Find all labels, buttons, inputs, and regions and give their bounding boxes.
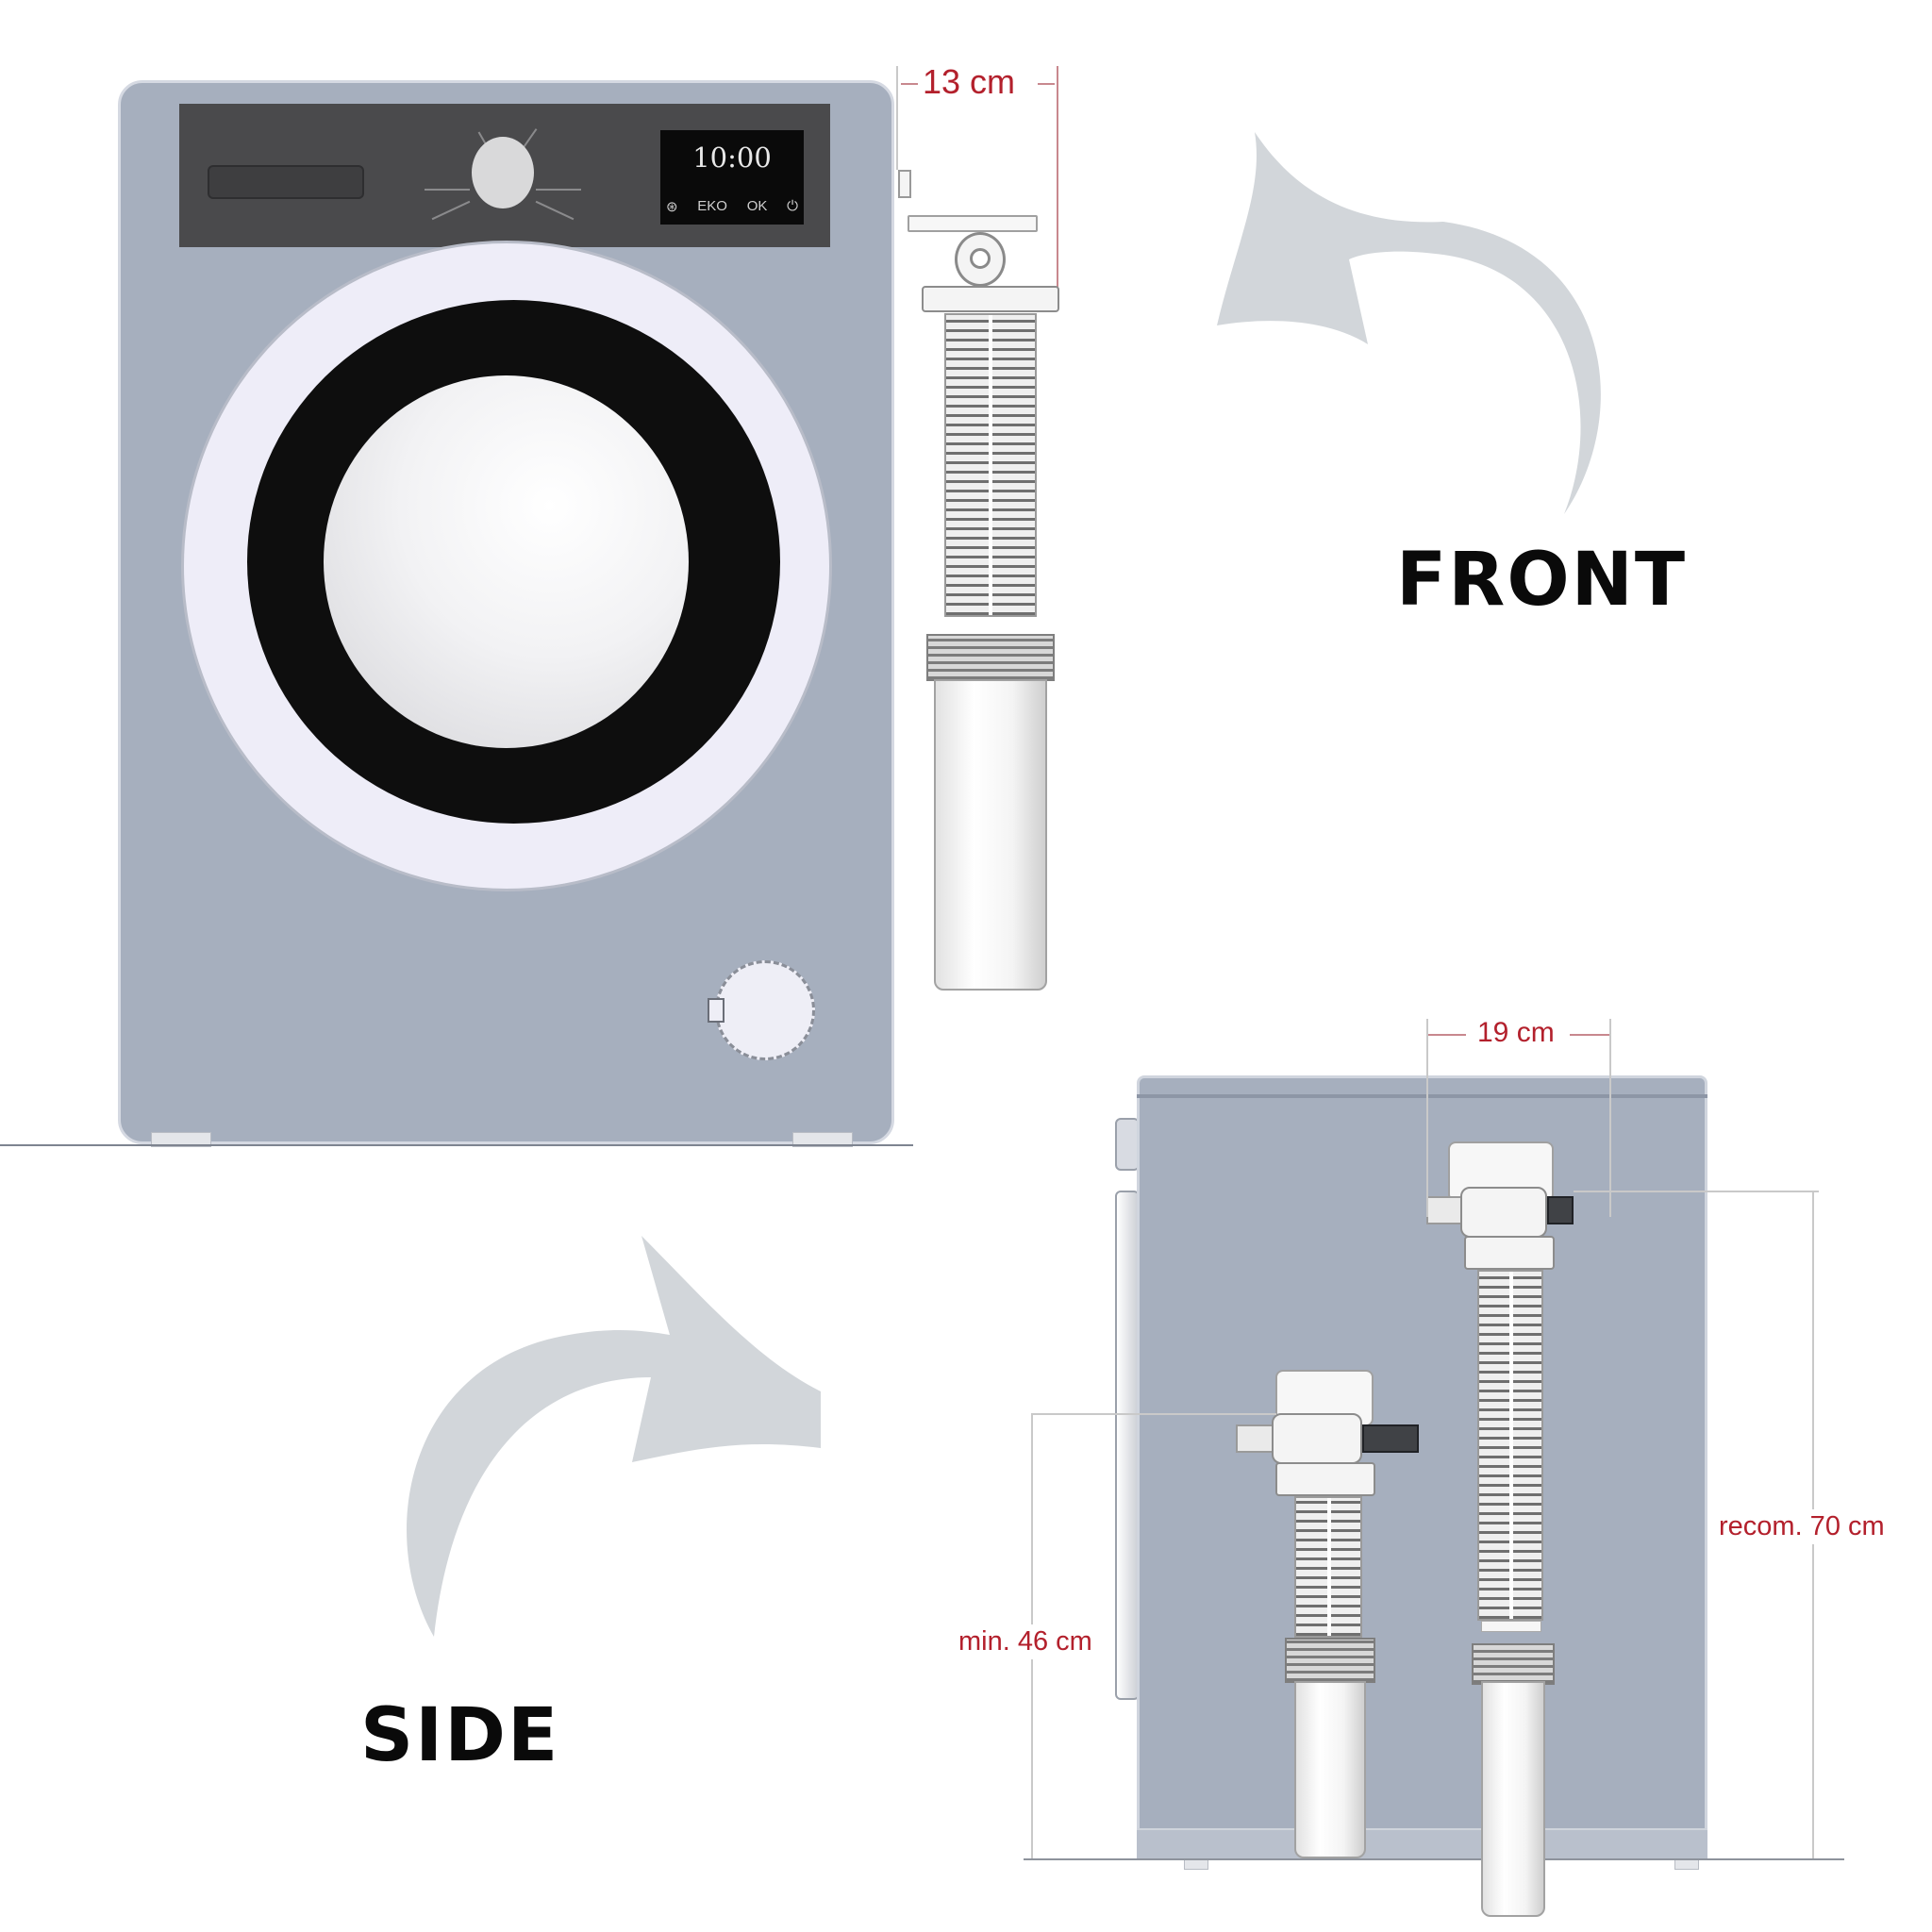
filter-outlet [1362, 1424, 1419, 1453]
knob-ray [425, 189, 470, 191]
eco-label: EKO [697, 198, 727, 214]
dimension-label-70cm: recom. 70 cm [1719, 1509, 1885, 1544]
floor-line [1024, 1858, 1844, 1860]
front-view-title: FRONT [1396, 538, 1688, 623]
power-icon: ⏻ [787, 198, 798, 214]
rotate-arrow-icon [407, 1236, 821, 1637]
dimension-line [901, 83, 918, 85]
filter-mesh-cartridge [944, 313, 1037, 617]
filter-bowl-thread [926, 634, 1055, 681]
pump-filter-cover [715, 960, 815, 1060]
filter-bowl-thread [1285, 1638, 1375, 1683]
filter-head-collar [1464, 1236, 1555, 1270]
filter-mesh-cartridge [1294, 1496, 1362, 1638]
filter-inlet-port [955, 232, 1006, 287]
dimension-extension-line [1057, 66, 1058, 297]
dimension-extension-line [1574, 1191, 1819, 1192]
dimension-label-46cm: min. 46 cm [958, 1624, 1092, 1659]
dimension-extension-line [896, 66, 898, 170]
machine-foot [151, 1132, 211, 1147]
mesh-end-cap [1481, 1621, 1541, 1632]
filter-inlet [1426, 1196, 1464, 1224]
side-plinth [1137, 1828, 1707, 1860]
dimension-label-13cm: 13 cm [923, 62, 1016, 101]
side-view-title: SIDE [360, 1693, 560, 1778]
filter-bowl [1294, 1681, 1366, 1858]
filter-inlet [1236, 1424, 1274, 1453]
wall-bracket-stub [898, 170, 911, 198]
floor-line [0, 1144, 913, 1146]
dimension-extension-line [1031, 1413, 1276, 1415]
side-top-edge [1137, 1094, 1707, 1098]
filter-outlet [1547, 1196, 1574, 1224]
washing-machine-side [1137, 1075, 1707, 1860]
dimension-label-19cm: 19 cm [1477, 1017, 1555, 1048]
display-icon-row: ⊛ EKO OK ⏻ [666, 198, 798, 215]
filter-mesh-cartridge [1477, 1270, 1543, 1621]
filter-head-collar [1275, 1462, 1375, 1496]
machine-foot [792, 1132, 853, 1147]
lcd-display: 10:00 ⊛ EKO OK ⏻ [660, 130, 804, 225]
filter-bowl [1481, 1681, 1545, 1917]
pump-cover-tab [708, 998, 724, 1023]
dimension-line [1570, 1034, 1609, 1036]
filter-head [1272, 1413, 1362, 1464]
inlet-port-ring [970, 248, 991, 269]
mounting-bracket [908, 215, 1038, 232]
filter-bowl [934, 679, 1047, 991]
detergent-drawer [208, 165, 364, 199]
filter-head-collar [922, 286, 1059, 312]
ok-label: OK [746, 198, 768, 214]
dimension-extension-line [1426, 1019, 1428, 1217]
dimension-line [1428, 1034, 1466, 1036]
display-time: 10:00 [692, 142, 772, 174]
filter-head [1460, 1187, 1547, 1238]
gear-icon: ⊛ [666, 199, 678, 215]
dimension-extension-line [1609, 1019, 1611, 1217]
door-glass [324, 375, 689, 748]
dimension-line [1038, 83, 1055, 85]
filter-bowl-thread [1472, 1643, 1555, 1685]
rotate-arrow-icon [1217, 132, 1601, 514]
knob-ray [536, 189, 581, 191]
program-knob [472, 137, 534, 208]
